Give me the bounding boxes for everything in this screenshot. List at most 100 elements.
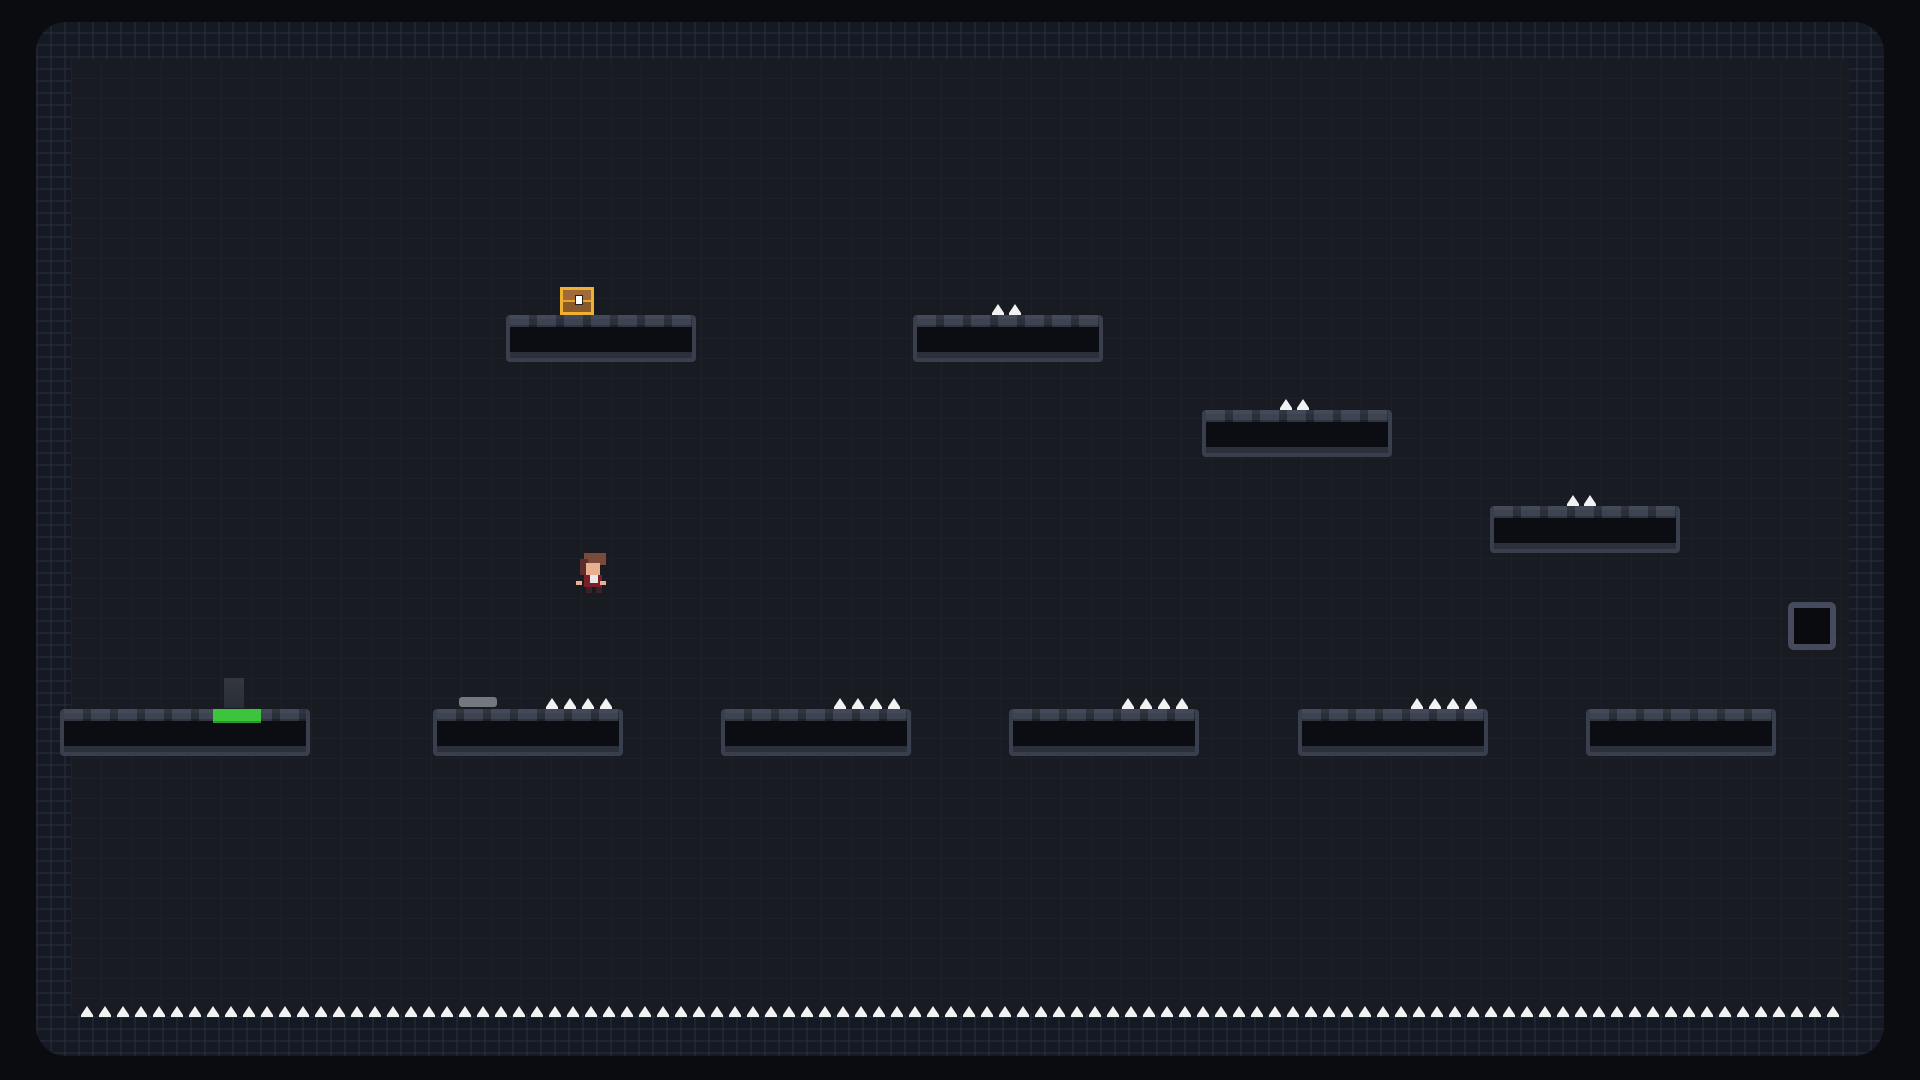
platform (1009, 709, 1199, 756)
spike-icon (1071, 1006, 1083, 1017)
spike-icon (873, 1006, 885, 1017)
spike-icon (927, 1006, 939, 1017)
spike-icon (639, 1006, 651, 1017)
spike-icon (495, 1006, 507, 1017)
spike-icon (1809, 1006, 1821, 1017)
spike-icon (477, 1006, 489, 1017)
spike-icon (1287, 1006, 1299, 1017)
spike-icon (1567, 495, 1579, 506)
spike-icon (1411, 698, 1423, 709)
spike-icon (981, 1006, 993, 1017)
platform (1202, 410, 1392, 457)
spike-icon (243, 1006, 255, 1017)
spike-icon (1539, 1006, 1551, 1017)
spike-icon (600, 698, 612, 709)
spike-icon (1413, 1006, 1425, 1017)
spike-icon (1431, 1006, 1443, 1017)
spike-icon (207, 1006, 219, 1017)
spike-icon (603, 1006, 615, 1017)
spike-icon (801, 1006, 813, 1017)
spike-icon (1467, 1006, 1479, 1017)
spike-icon (1158, 698, 1170, 709)
spike-icon (333, 1006, 345, 1017)
spike-icon (387, 1006, 399, 1017)
smoke (224, 678, 244, 708)
spike-icon (1611, 1006, 1623, 1017)
spike-icon (1665, 1006, 1677, 1017)
chest-lock-icon (575, 295, 583, 305)
spike-icon (621, 1006, 633, 1017)
platform (1490, 506, 1680, 553)
exit-block (1788, 602, 1836, 650)
spike-icon (549, 1006, 561, 1017)
spike-icon (189, 1006, 201, 1017)
spike-icon (279, 1006, 291, 1017)
platform (60, 709, 310, 756)
spike-icon (819, 1006, 831, 1017)
rubble (459, 697, 497, 707)
spike-icon (99, 1006, 111, 1017)
spike-icon (1575, 1006, 1587, 1017)
spike-icon (441, 1006, 453, 1017)
spike-icon (1143, 1006, 1155, 1017)
spike-icon (657, 1006, 669, 1017)
spike-icon (1683, 1006, 1695, 1017)
spike-icon (1557, 1006, 1569, 1017)
spike-icon (963, 1006, 975, 1017)
spike-icon (1125, 1006, 1137, 1017)
spike-icon (1176, 698, 1188, 709)
spike-icon (1521, 1006, 1533, 1017)
spike-icon (999, 1006, 1011, 1017)
spike-icon (1791, 1006, 1803, 1017)
platform (721, 709, 911, 756)
spike-icon (1251, 1006, 1263, 1017)
player-character (576, 553, 606, 593)
spike-icon (117, 1006, 129, 1017)
spike-icon (1737, 1006, 1749, 1017)
spike-icon (135, 1006, 147, 1017)
spike-icon (261, 1006, 273, 1017)
spike-icon (1593, 1006, 1605, 1017)
spike-icon (765, 1006, 777, 1017)
spike-icon (171, 1006, 183, 1017)
spike-icon (1161, 1006, 1173, 1017)
spike-icon (225, 1006, 237, 1017)
spike-icon (888, 698, 900, 709)
spike-icon (1647, 1006, 1659, 1017)
spike-icon (1629, 1006, 1641, 1017)
spike-icon (1359, 1006, 1371, 1017)
spike-icon (1701, 1006, 1713, 1017)
spike-icon (1280, 399, 1292, 410)
spike-icon (693, 1006, 705, 1017)
spike-icon (1755, 1006, 1767, 1017)
spike-icon (945, 1006, 957, 1017)
spike-icon (1341, 1006, 1353, 1017)
spike-icon (855, 1006, 867, 1017)
spike-icon (1503, 1006, 1515, 1017)
spike-icon (1053, 1006, 1065, 1017)
spike-icon (1485, 1006, 1497, 1017)
spike-icon (369, 1006, 381, 1017)
spike-icon (405, 1006, 417, 1017)
spike-icon (1140, 698, 1152, 709)
spike-icon (1323, 1006, 1335, 1017)
spike-icon (783, 1006, 795, 1017)
treasure-chest-icon[interactable] (560, 287, 594, 315)
spike-icon (1377, 1006, 1389, 1017)
spike-icon (891, 1006, 903, 1017)
spike-icon (315, 1006, 327, 1017)
platform (913, 315, 1103, 362)
spike-icon (729, 1006, 741, 1017)
spike-icon (834, 698, 846, 709)
platform (1298, 709, 1488, 756)
spike-icon (852, 698, 864, 709)
spike-icon (582, 698, 594, 709)
spike-icon (992, 304, 1004, 315)
spike-icon (1035, 1006, 1047, 1017)
spike-icon (1233, 1006, 1245, 1017)
spike-icon (711, 1006, 723, 1017)
spike-icon (1429, 698, 1441, 709)
spike-icon (546, 698, 558, 709)
spike-icon (1017, 1006, 1029, 1017)
spike-icon (870, 698, 882, 709)
